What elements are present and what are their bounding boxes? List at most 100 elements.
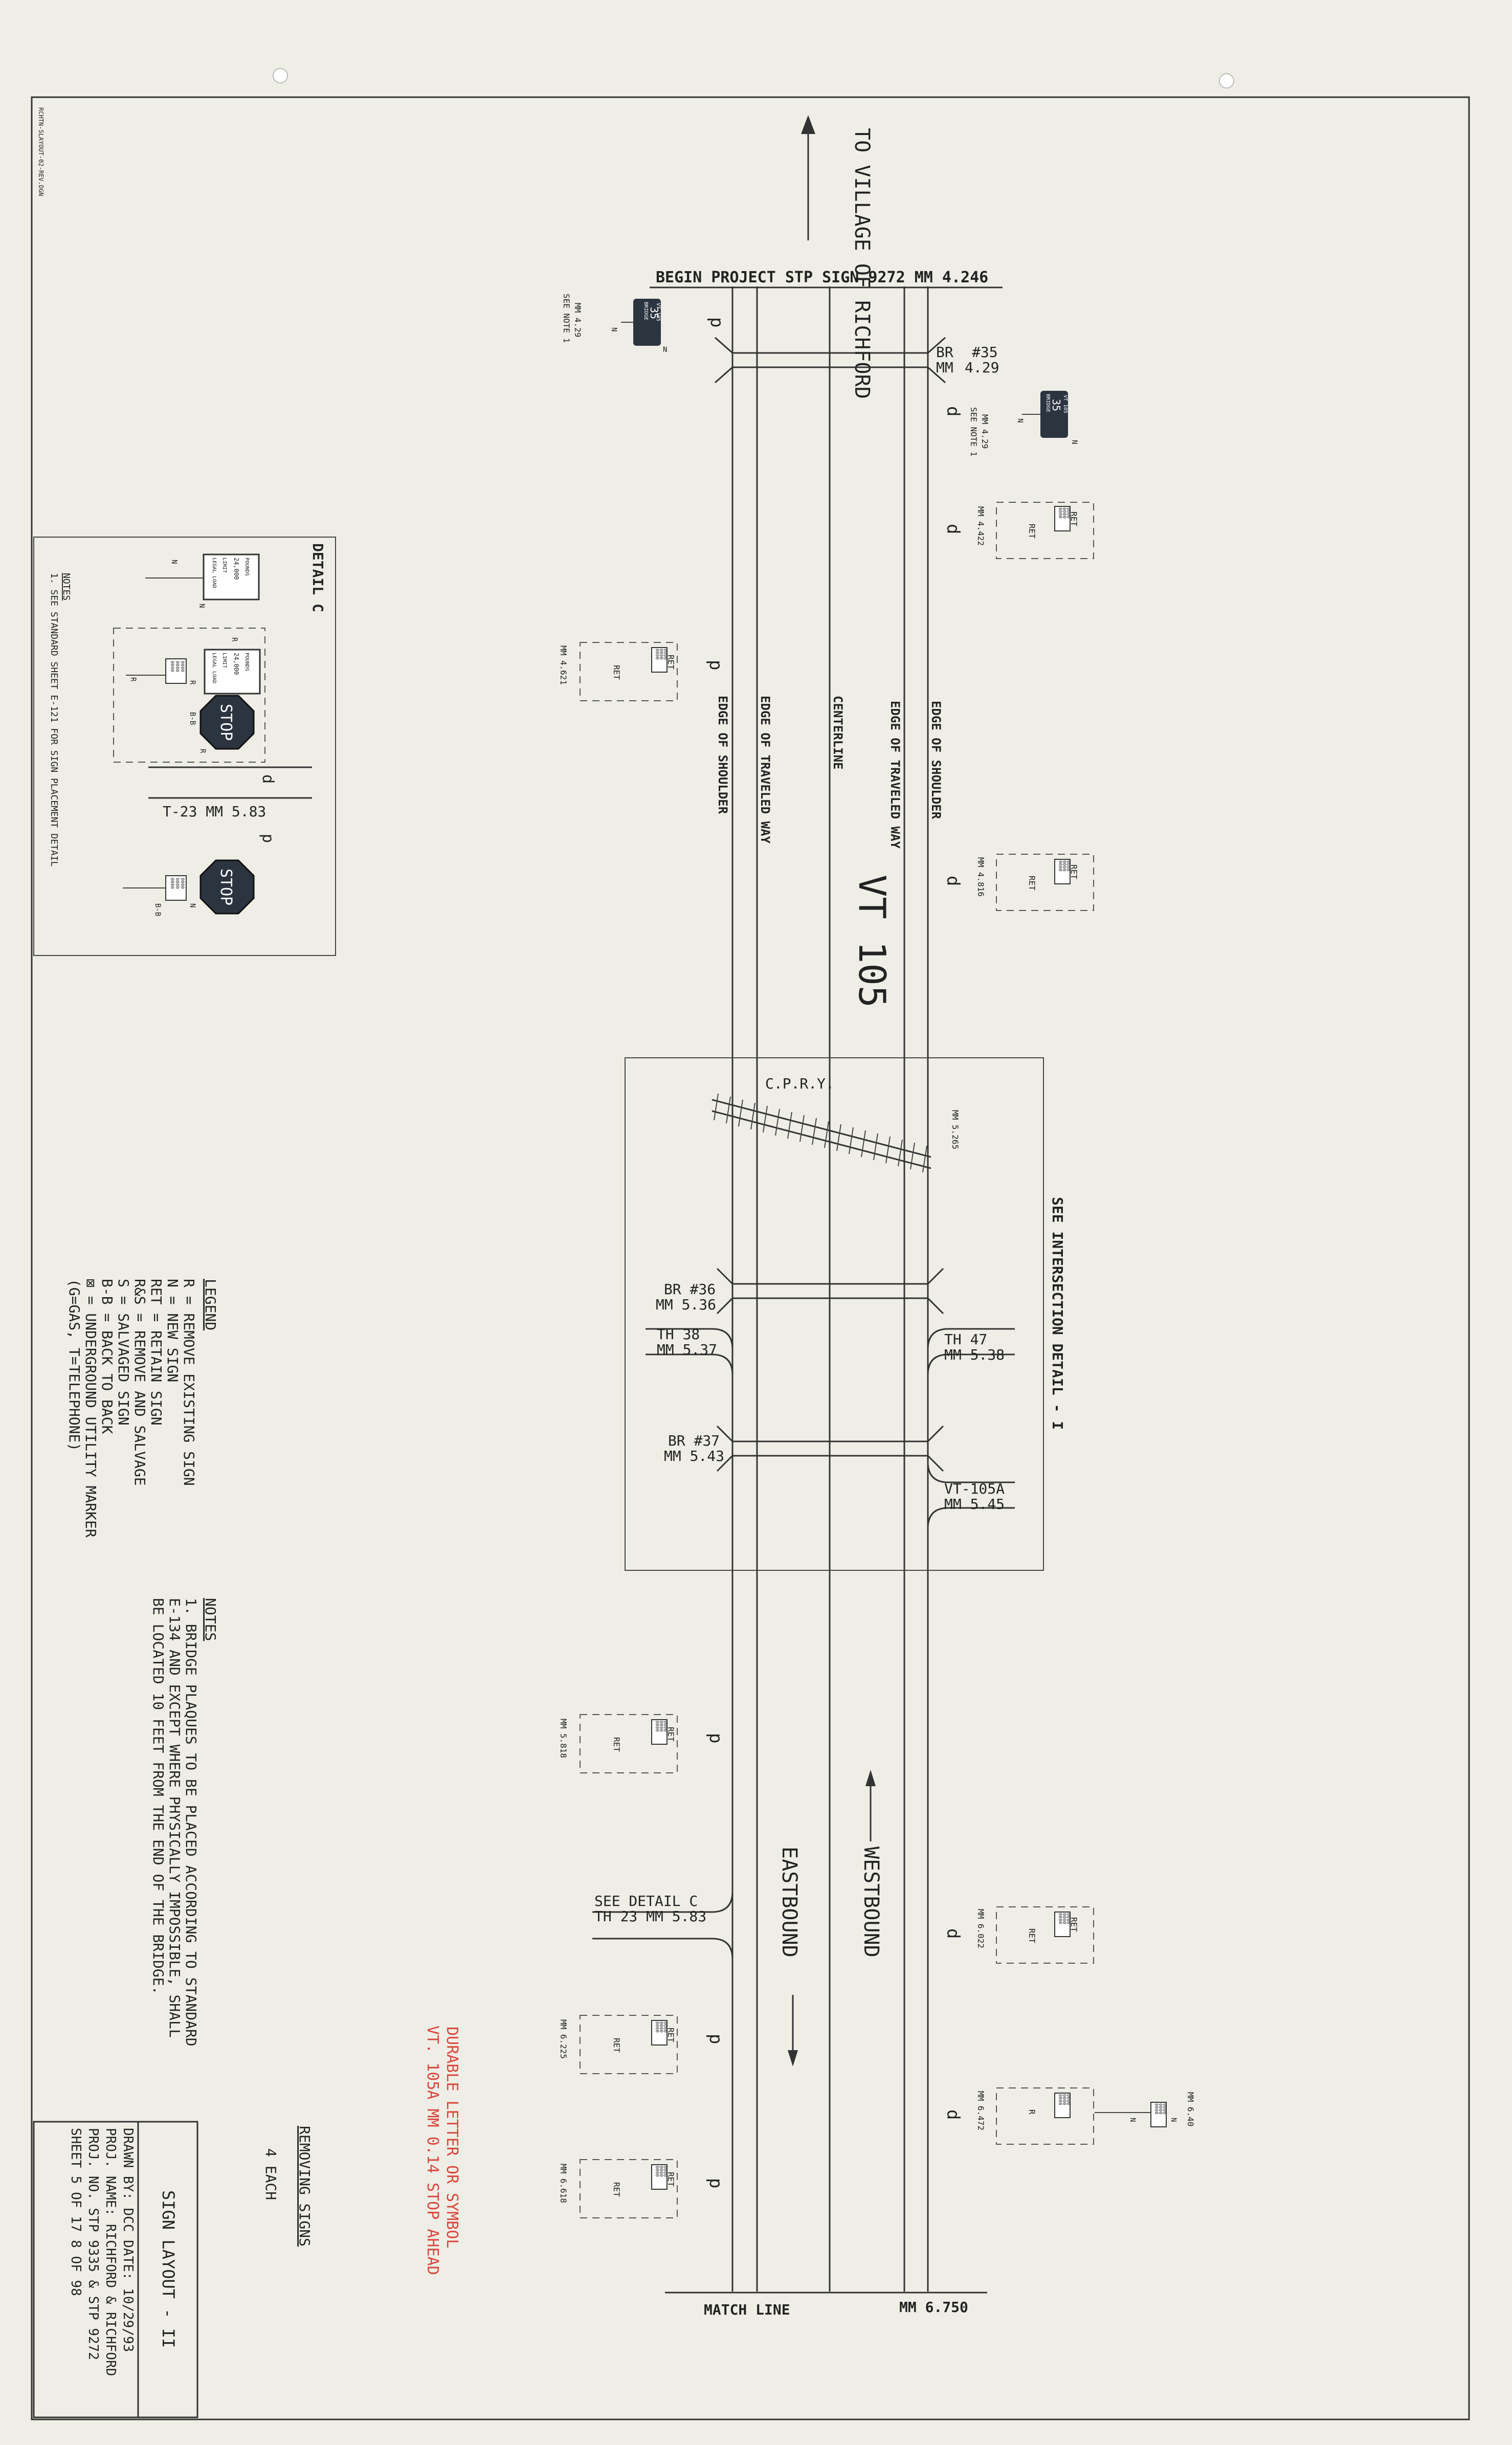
svg-text:(G=GAS, T=TELEPHONE): (G=GAS, T=TELEPHONE)	[66, 1279, 83, 1451]
begin-project-text: BEGIN PROJECT STP SIGN 9272 MM 4.246	[656, 269, 988, 286]
svg-text:RET: RET	[1069, 1917, 1079, 1932]
svg-text:BRIDGE: BRIDGE	[643, 302, 649, 320]
svg-text:RET = RETAIN SIGN: RET = RETAIN SIGN	[148, 1279, 165, 1426]
handwritten-note-line-2: VT. 105A MM 0.14 STOP AHEAD	[424, 2026, 441, 2275]
eastbound-label: EASTBOUND	[777, 1847, 801, 1958]
svg-text:0000: 0000	[662, 2021, 668, 2033]
svg-text:RET: RET	[1069, 864, 1079, 879]
svg-text:LIMIT: LIMIT	[221, 653, 227, 668]
handwritten-note-line-1: DURABLE LETTER OR SYMBOL	[443, 2027, 461, 2248]
svg-text:MM 5.265: MM 5.265	[950, 1110, 960, 1149]
punch-hole	[1219, 73, 1234, 88]
p-code: p	[706, 317, 727, 327]
svg-text:N: N	[170, 560, 178, 564]
detail-c-notes-title: NOTES	[61, 573, 72, 601]
svg-text:0000: 0000	[180, 878, 185, 889]
svg-text:B-B = BACK TO BACK: B-B = BACK TO BACK	[99, 1279, 116, 1434]
removing-signs-count: 4 EACH	[262, 2148, 279, 2200]
vt105a-label: VT-105A MM 5.45	[944, 1480, 1013, 1513]
sign-group-mm6225: 0000 0000 0000 RET RET MM 6.225 p	[559, 2015, 726, 2074]
svg-text:1. BRIDGE PLAQUES TO BE PLACED: 1. BRIDGE PLAQUES TO BE PLACED ACCORDING…	[183, 1598, 199, 2047]
sign-group-mm4816: 0000 0000 0000 RET RET MM 4.816 d	[943, 854, 1094, 911]
svg-text:⊠ = UNDERGROUND UTILITY MARK: ⊠ = UNDERGROUND UTILITY MARKER	[82, 1279, 99, 1538]
svg-text:SHEET 5 OF 17 8: SHEET 5 OF 17 8 OF 98	[68, 2128, 83, 2296]
svg-text:C.P.R.Y.: C.P.R.Y.	[765, 1075, 834, 1092]
svg-text:R: R	[198, 749, 207, 753]
bridge-35: BR #35 MM 4.29	[715, 337, 999, 384]
svg-text:SEE NOTE 1: SEE NOTE 1	[562, 294, 571, 343]
bridge-plaque-sign-left: BRIDGE 35 VT 105 N N MM 4.29 SEE NOTE 1	[562, 294, 667, 354]
svg-text:RET: RET	[1027, 876, 1037, 891]
svg-text:SEE NOTE 1: SEE NOTE 1	[969, 407, 979, 456]
stop-sign-icon	[199, 859, 255, 915]
svg-text:RET: RET	[612, 1737, 621, 1752]
svg-text:0000: 0000	[654, 1721, 659, 1732]
svg-text:d: d	[259, 774, 277, 784]
svg-text:R: R	[129, 677, 137, 682]
notes: NOTES 1. BRIDGE PLAQUES TO BE PLACED ACC…	[150, 1598, 219, 2047]
svg-text:0000: 0000	[1065, 2094, 1071, 2105]
eastbound-arrow-icon	[788, 2050, 798, 2066]
svg-text:0000: 0000	[1057, 1913, 1062, 1924]
br36-label: BR #36 MM 5.36	[656, 1281, 724, 1313]
bridge-plaque-sign-right: BRIDGE 35 VT 105 N N MM 4.29 SEE NOTE 1	[969, 391, 1078, 456]
svg-text:d: d	[943, 876, 963, 886]
svg-text:24,000: 24,000	[233, 653, 240, 675]
svg-text:N = NEW SIGN: N = NEW SIGN	[164, 1279, 181, 1382]
svg-text:0000: 0000	[1061, 1913, 1066, 1924]
legend: LEGEND R = REMOVE EXISTING SIGN N = NEW …	[66, 1279, 219, 1538]
svg-text:R&S = REMOVE AND SALVAGE: R&S = REMOVE AND SALVAGE	[131, 1279, 148, 1486]
svg-text:MM 4.29: MM 4.29	[573, 303, 583, 337]
svg-text:N: N	[663, 346, 667, 354]
svg-text:N: N	[1070, 440, 1078, 444]
svg-text:N: N	[1128, 2118, 1137, 2122]
stop-sign-icon	[199, 695, 255, 750]
svg-text:35: 35	[1050, 399, 1062, 411]
svg-text:POUNDS: POUNDS	[244, 653, 250, 671]
route-label: VT 105	[851, 875, 894, 1008]
svg-text:LEGAL LOAD: LEGAL LOAD	[211, 558, 217, 588]
svg-text:R: R	[1027, 2109, 1037, 2115]
svg-text:0000: 0000	[662, 1721, 668, 1732]
sign-group-mm6022: 0000 0000 0000 RET RET MM 6.022 d	[943, 1906, 1094, 1964]
svg-text:RET: RET	[612, 2182, 621, 2197]
svg-text:E-134 AND EXCEPT WHERE PHYSICA: E-134 AND EXCEPT WHERE PHYSICALLY IMPOSS…	[166, 1598, 183, 2038]
direction-arrow-icon	[801, 115, 815, 134]
svg-text:S = SALVAGED SIGN: S = SALVAGED SIGN	[115, 1279, 132, 1426]
direction-text: TO VILLAGE OF RICHFORD	[850, 128, 874, 399]
svg-text:p: p	[705, 660, 726, 670]
svg-text:35: 35	[648, 307, 660, 319]
svg-text:B-B: B-B	[153, 903, 162, 916]
svg-text:DRAWN BY: DCC DATE: 10/29/: DRAWN BY: DCC DATE: 10/29/93	[120, 2128, 136, 2352]
detail-c-title: DETAIL C	[309, 543, 326, 612]
svg-text:0000: 0000	[1061, 2094, 1066, 2105]
file-name: RCHTN-SLAYOUT-02-REV.DGN	[37, 107, 45, 196]
svg-text:0000: 0000	[1158, 2103, 1163, 2115]
svg-text:0000: 0000	[654, 2166, 659, 2177]
svg-text:0000: 0000	[1065, 1913, 1071, 1924]
edge-traveled-label-right: EDGE OF TRAVELED WAY	[888, 701, 902, 849]
svg-text:24,000: 24,000	[233, 558, 240, 580]
edge-shoulder-label-right: EDGE OF SHOULDER	[929, 701, 943, 819]
svg-text:MM 4.816: MM 4.816	[976, 857, 986, 897]
svg-text:RET: RET	[666, 655, 676, 670]
plan-view: TO VILLAGE OF RICHFORD BEGIN PROJECT STP…	[33, 115, 1195, 2418]
svg-text:LEGAL LOAD: LEGAL LOAD	[211, 653, 217, 683]
westbound-label: WESTBOUND	[859, 1847, 883, 1958]
svg-text:N: N	[610, 327, 618, 331]
svg-text:VT 105: VT 105	[655, 303, 661, 321]
svg-text:0000: 0000	[1065, 507, 1071, 519]
sign-group-mm4621: 0000 0000 0000 RET RET MM 4.621 p	[559, 642, 726, 701]
svg-text:RET: RET	[1027, 524, 1037, 539]
svg-text:0000: 0000	[654, 2021, 659, 2033]
svg-text:0000: 0000	[174, 661, 180, 672]
svg-text:R: R	[230, 637, 238, 642]
svg-text:d: d	[943, 2109, 963, 2120]
svg-text:MM 6.618: MM 6.618	[559, 2164, 568, 2203]
svg-text:0000: 0000	[174, 878, 180, 889]
svg-text:p: p	[705, 2034, 726, 2044]
svg-text:MM 5.818: MM 5.818	[559, 1719, 568, 1758]
svg-text:N: N	[1169, 2118, 1177, 2122]
sign-group-mm5818: 0000 0000 0000 RET RET MM 5.818 p	[559, 1714, 726, 1773]
